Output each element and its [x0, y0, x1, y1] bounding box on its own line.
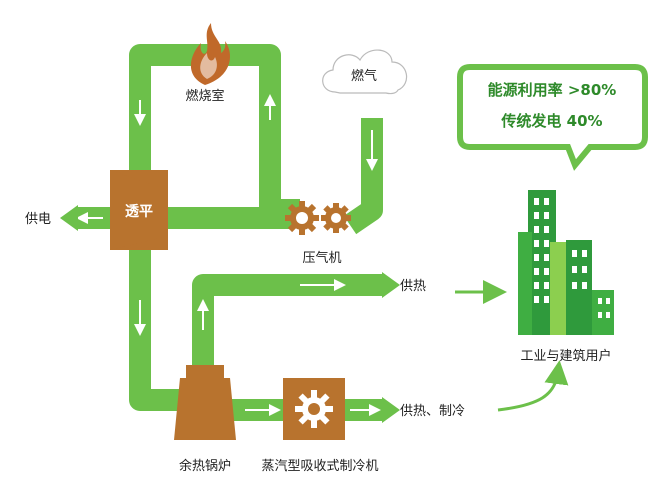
turbine — [110, 170, 168, 250]
bubble-line-1: 能源利用率 >80% — [488, 81, 617, 99]
flame-icon — [190, 23, 231, 85]
waste-heat-boiler — [174, 365, 236, 440]
label-waste-heat-boiler: 余热锅炉 — [179, 458, 231, 474]
label-users: 工业与建筑用户 — [520, 348, 611, 364]
flow-arrows — [76, 94, 381, 416]
label-combustion-chamber: 燃烧室 — [185, 88, 224, 104]
efficiency-bubble — [457, 64, 648, 171]
label-heat-and-cooling: 供热、制冷 — [400, 404, 465, 419]
pipe-heat-supply — [192, 274, 382, 365]
gear-icon — [285, 201, 351, 235]
pipe-gas-inlet — [343, 118, 383, 235]
pipe-turbine-to-boiler — [129, 248, 185, 411]
label-absorption-chiller: 蒸汽型吸收式制冷机 — [261, 459, 378, 474]
label-gas: 燃气 — [351, 68, 377, 84]
label-compressor: 压气机 — [302, 250, 341, 266]
label-turbine: 透平 — [125, 204, 153, 220]
arrow-cooling-to-users — [497, 360, 569, 412]
label-heat-supply: 供热 — [400, 279, 426, 294]
buildings-icon — [518, 190, 614, 335]
bubble-line-2: 传统发电 40% — [500, 112, 602, 130]
label-power-supply: 供电 — [25, 212, 51, 227]
pipe-ends — [60, 205, 400, 423]
absorption-chiller — [283, 378, 345, 440]
cloud-icon — [322, 49, 408, 95]
